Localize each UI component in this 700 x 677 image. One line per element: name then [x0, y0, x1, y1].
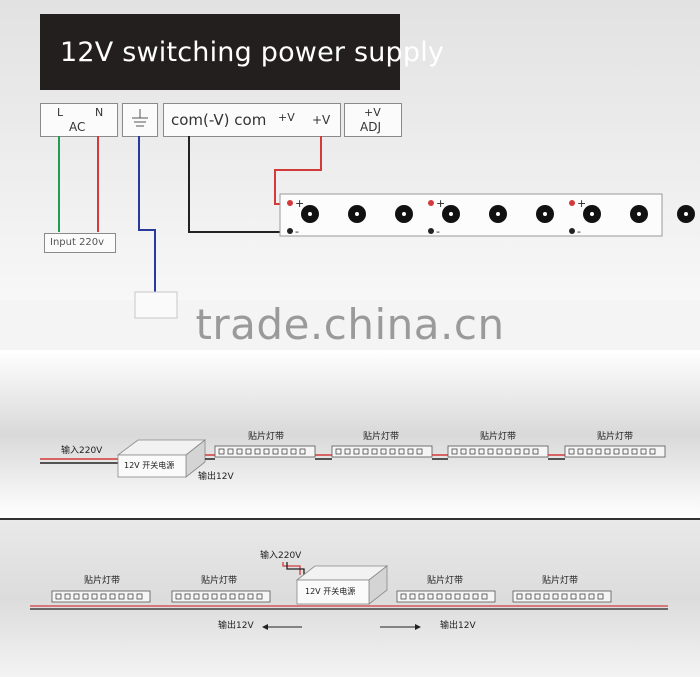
ground-icon [132, 109, 148, 127]
title-text: 12V switching power supply [60, 36, 445, 68]
p2-strip-label-1: 贴片灯带 [84, 576, 121, 586]
terminal-plus-v-label: +V [312, 113, 331, 127]
p2-output-right-label: 输出12V [440, 621, 476, 631]
p1-strip-label-2: 贴片灯带 [363, 432, 400, 442]
p1-psu-label: 12V 开关电源 [124, 461, 175, 470]
terminal-ground [122, 103, 158, 137]
terminal-adj: +V ADJ [344, 103, 402, 137]
terminal-ac: L N AC [40, 103, 118, 137]
input-voltage-label: Input 220v [44, 233, 116, 253]
p2-output-left-label: 输出12V [218, 621, 254, 631]
p2-psu-label: 12V 开关电源 [305, 587, 356, 596]
terminal-com-label: com(-V) com [171, 111, 267, 129]
terminal-ac-label: AC [69, 120, 86, 134]
adj-label: ADJ [360, 120, 381, 134]
terminal-output: com(-V) com +V +V [163, 103, 341, 137]
p2-strip-label-2: 贴片灯带 [201, 576, 238, 586]
p1-strip-label-4: 贴片灯带 [597, 432, 634, 442]
terminal-n-label: N [95, 106, 104, 119]
p2-input-label: 输入220V [260, 551, 302, 561]
p1-strip-label-1: 贴片灯带 [248, 432, 285, 442]
watermark: trade.china.cn [195, 300, 505, 349]
p1-strip-label-3: 贴片灯带 [480, 432, 517, 442]
adj-plus-v-label: +V [364, 106, 381, 119]
p1-input-label: 输入220V [61, 446, 103, 456]
p2-strip-label-3: 贴片灯带 [427, 576, 464, 586]
diagram-title: 12V switching power supply [40, 14, 444, 90]
p2-strip-label-4: 贴片灯带 [542, 576, 579, 586]
terminal-com-v-label: +V [278, 111, 295, 124]
p1-output-label: 输出12V [198, 472, 234, 482]
terminal-l-label: L [57, 106, 64, 119]
input-voltage-text: Input 220v [50, 237, 105, 248]
